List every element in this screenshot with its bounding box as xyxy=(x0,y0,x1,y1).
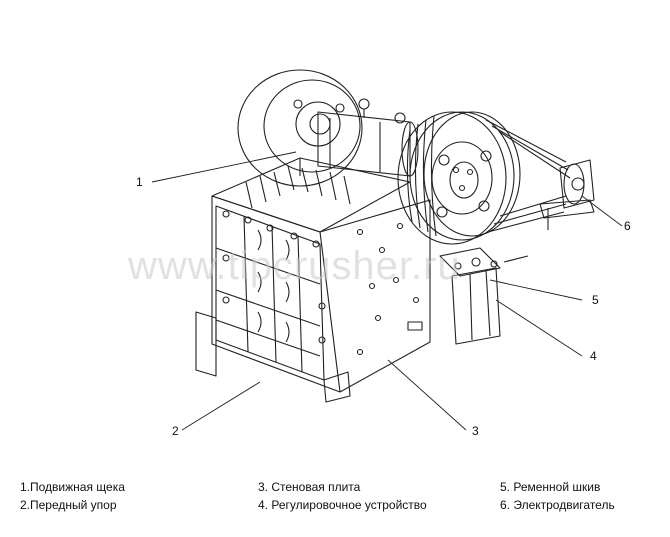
leader-line-5 xyxy=(489,279,583,301)
legend-item-2: 2.Передный упор xyxy=(20,498,117,512)
legend-item-1: 1.Подвижная щека xyxy=(20,480,125,494)
watermark-text: www.tipcrusher.ru xyxy=(128,244,461,288)
legend-item-5: 5. Ременной шкив xyxy=(500,480,601,494)
leader-line-2 xyxy=(181,381,261,431)
leader-line-4 xyxy=(495,299,583,357)
shaft-housing xyxy=(317,98,419,177)
callout-2: 2 xyxy=(172,424,179,438)
front-grid xyxy=(195,205,351,403)
leader-line-3 xyxy=(387,359,467,431)
side-bolts xyxy=(356,222,423,356)
legend-item-3: 3. Стеновая плита xyxy=(258,480,361,494)
leader-line-6 xyxy=(581,195,623,227)
belt-pulley xyxy=(397,111,521,245)
electric-motor xyxy=(539,159,595,230)
legend-item-4: 4. Регулировочное устройство xyxy=(258,498,427,512)
leader-line-1 xyxy=(151,151,297,183)
callout-3: 3 xyxy=(472,424,479,438)
callout-4: 4 xyxy=(590,349,597,363)
callout-6: 6 xyxy=(624,219,631,233)
callout-5: 5 xyxy=(592,293,599,307)
v-belts xyxy=(485,119,571,233)
adjustment-device xyxy=(439,247,529,345)
callout-1: 1 xyxy=(136,175,143,189)
legend-item-6: 6. Электродвигатель xyxy=(500,498,615,512)
